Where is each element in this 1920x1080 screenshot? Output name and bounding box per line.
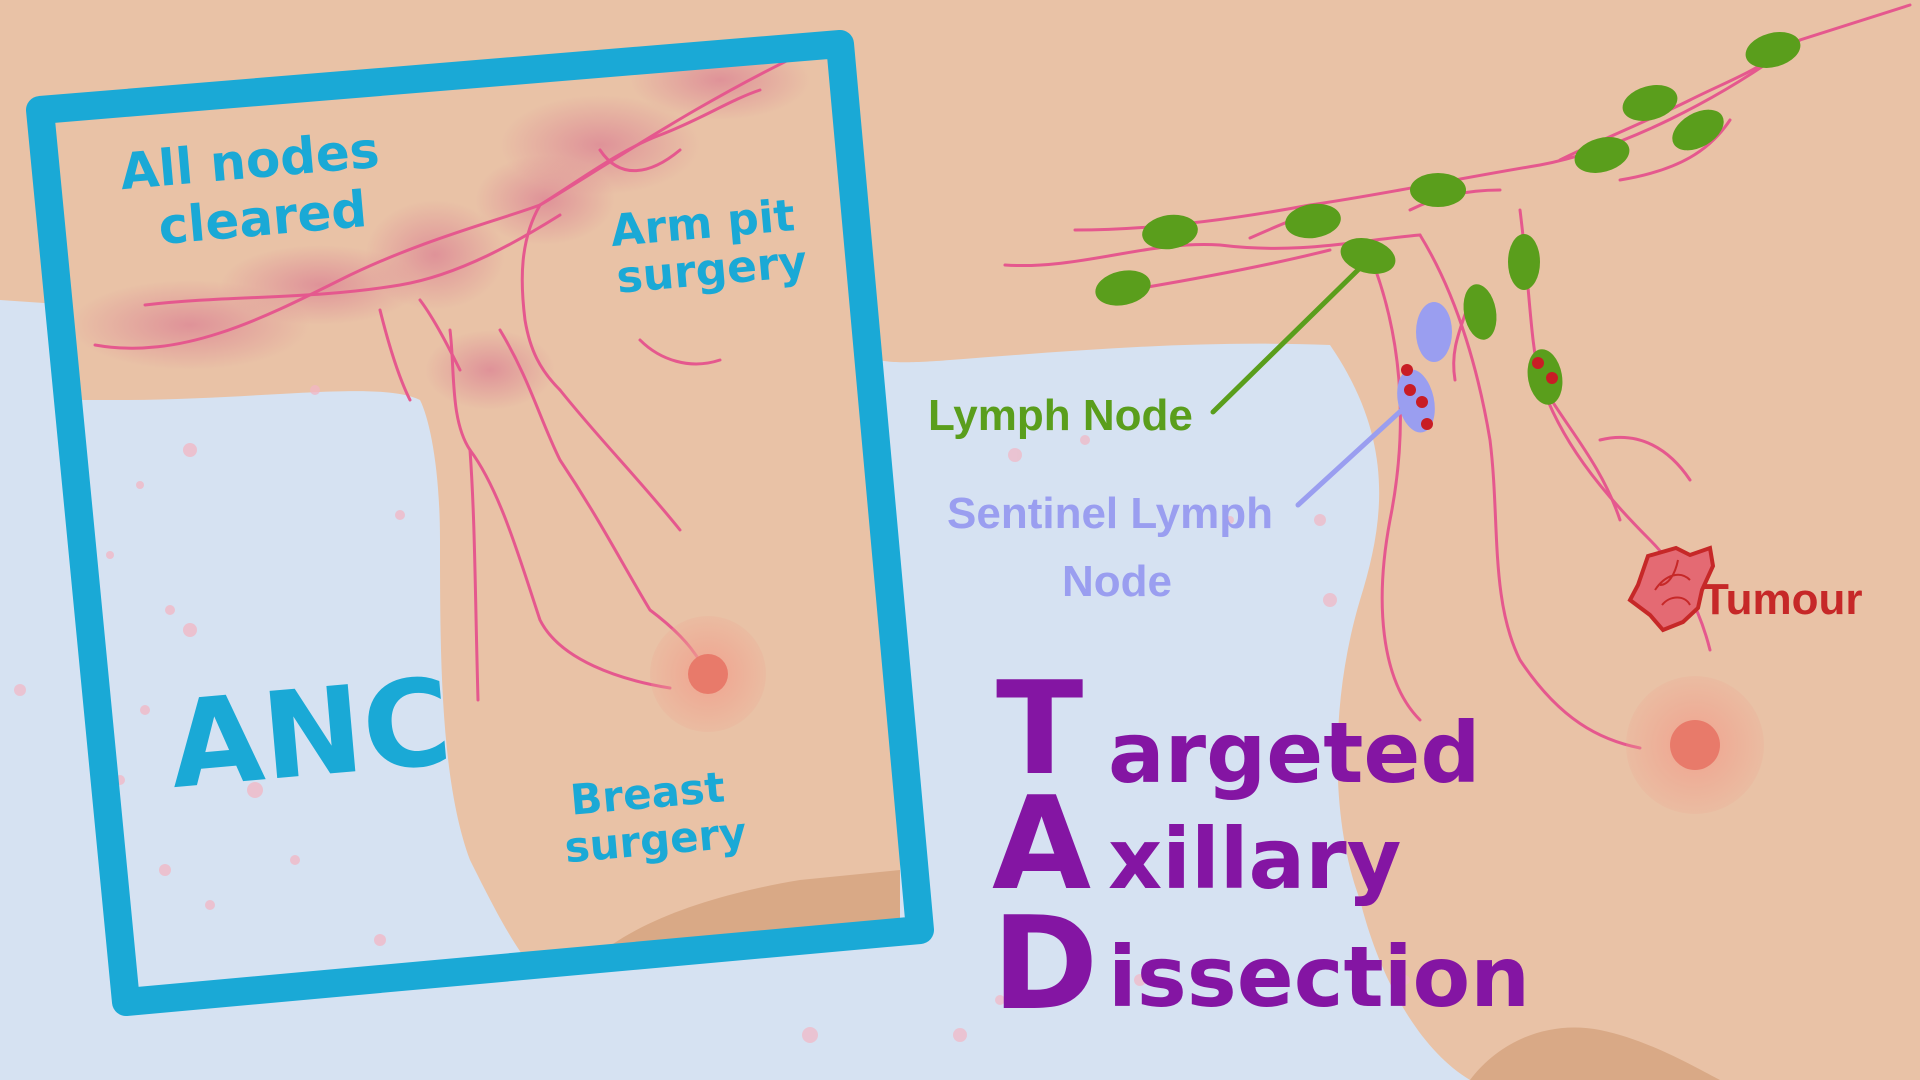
anc-inset-panel: All nodes cleared Arm pit surgery ANC Br… bbox=[26, 30, 934, 1016]
sentinel-leader-line bbox=[1295, 405, 1407, 508]
sentinel-label-line-2: Node bbox=[1062, 557, 1172, 606]
lymph-nodes bbox=[1095, 32, 1801, 405]
acronym-rest-t: argeted bbox=[1108, 704, 1480, 802]
lymph-node-leader-line bbox=[1210, 263, 1365, 415]
tumour-label: Tumour bbox=[1702, 575, 1863, 624]
acronym-initial-t: T bbox=[996, 655, 1083, 804]
cancer-cells-green-node bbox=[1532, 357, 1558, 384]
acronym-initial-a: A bbox=[992, 770, 1091, 919]
torso-shadow bbox=[1470, 1027, 1720, 1080]
inset-title: ANC bbox=[164, 653, 456, 816]
tad-acronym: T argeted A xillary D issection bbox=[992, 655, 1530, 1039]
background-dots bbox=[14, 435, 1410, 1043]
right-nipple bbox=[1626, 676, 1764, 814]
tumour-icon bbox=[1627, 545, 1716, 633]
cancer-cells-sentinel-node bbox=[1401, 364, 1433, 430]
torso-skin bbox=[1330, 300, 1920, 1080]
acronym-rest-d: issection bbox=[1108, 928, 1530, 1026]
lymph-node-label: Lymph Node bbox=[928, 391, 1193, 440]
acronym-initial-d: D bbox=[992, 890, 1098, 1039]
sentinel-label-line-1: Sentinel Lymph bbox=[947, 489, 1273, 538]
acronym-rest-a: xillary bbox=[1108, 810, 1401, 908]
inset-frame bbox=[26, 30, 934, 1016]
